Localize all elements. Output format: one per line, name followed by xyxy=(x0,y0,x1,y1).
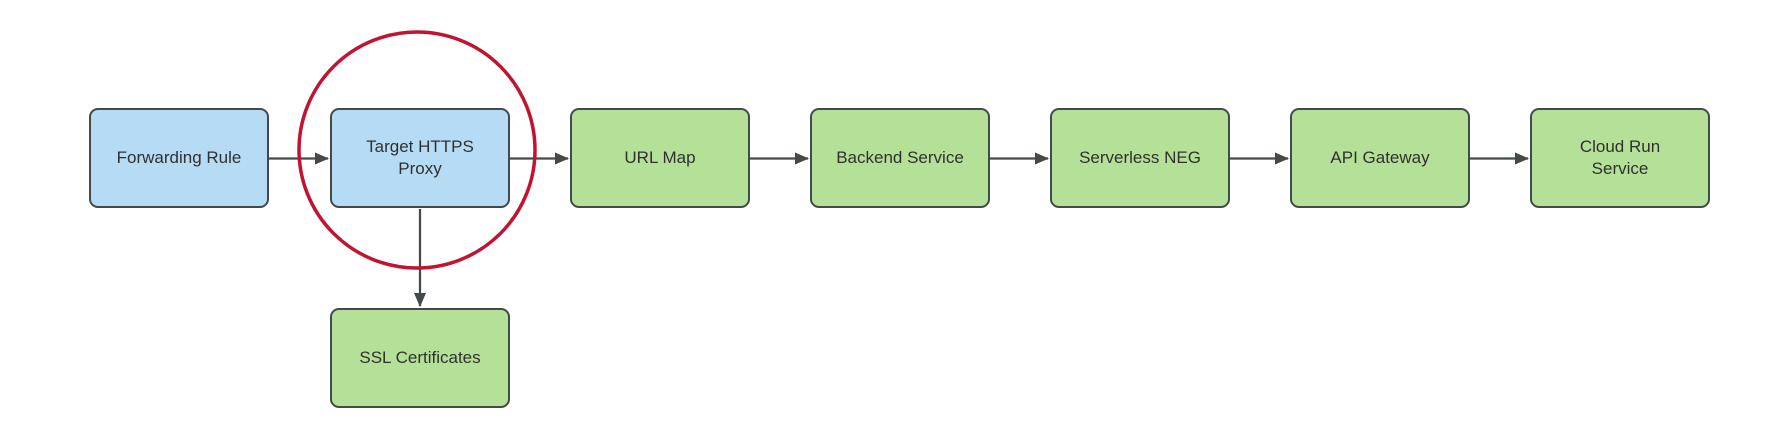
node-forwarding-rule: Forwarding Rule xyxy=(89,108,269,208)
node-label: Cloud Run Service xyxy=(1579,137,1661,178)
node-ssl-certificates: SSL Certificates xyxy=(330,308,510,408)
node-label: Serverless NEG xyxy=(1079,148,1201,168)
node-label: URL Map xyxy=(624,148,696,168)
node-url-map: URL Map xyxy=(570,108,750,208)
node-cloud-run-service: Cloud Run Service xyxy=(1530,108,1710,208)
node-api-gateway: API Gateway xyxy=(1290,108,1470,208)
node-label: SSL Certificates xyxy=(359,348,481,368)
node-serverless-neg: Serverless NEG xyxy=(1050,108,1230,208)
node-backend-service: Backend Service xyxy=(810,108,990,208)
node-target-https-proxy: Target HTTPS Proxy xyxy=(330,108,510,208)
node-label: API Gateway xyxy=(1330,148,1430,168)
node-label: Backend Service xyxy=(836,148,964,168)
node-label: Target HTTPS Proxy xyxy=(366,137,474,178)
node-label: Forwarding Rule xyxy=(116,148,242,168)
